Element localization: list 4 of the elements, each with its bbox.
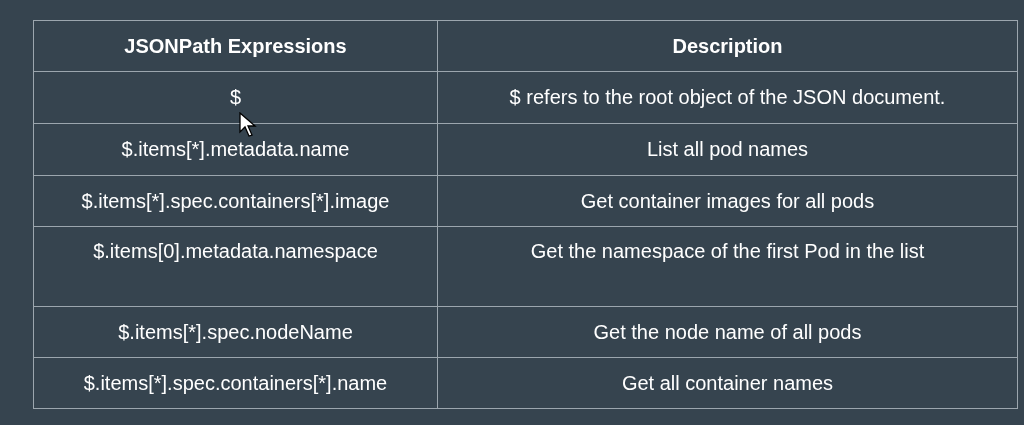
header-cell: Description [437, 20, 1018, 72]
table-cell: $.items[*].spec.containers[*].name [33, 357, 438, 409]
header-cell: JSONPath Expressions [33, 20, 438, 72]
table-cell: Get all container names [437, 357, 1018, 409]
